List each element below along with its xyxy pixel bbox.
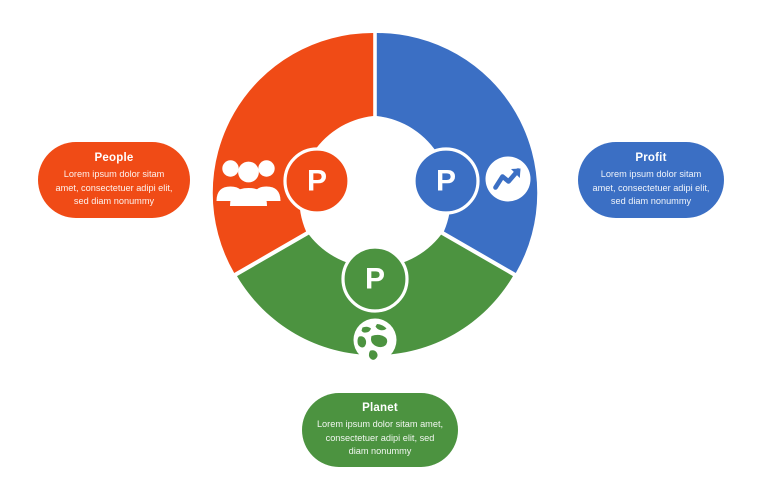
callout-card-people[interactable]: People Lorem ipsum dolor sitam amet, con… xyxy=(38,142,190,218)
people-letter-badge[interactable] xyxy=(283,147,351,215)
card-description-planet: Lorem ipsum dolor sitam amet, consectetu… xyxy=(316,419,444,456)
card-title-people: People xyxy=(94,151,134,164)
planet-letter-badge[interactable] xyxy=(341,245,409,313)
profit-letter-badge[interactable] xyxy=(412,147,480,215)
globe-icon xyxy=(353,318,397,362)
card-description-people: Lorem ipsum dolor sitam amet, consectetu… xyxy=(55,169,173,206)
trend-up-arrow-icon xyxy=(485,156,531,202)
card-description-profit: Lorem ipsum dolor sitam amet, consectetu… xyxy=(592,169,710,206)
callout-card-planet[interactable]: Planet Lorem ipsum dolor sitam amet, con… xyxy=(302,393,458,467)
callout-card-profit[interactable]: Profit Lorem ipsum dolor sitam amet, con… xyxy=(578,142,724,218)
profit-letter-text: P xyxy=(436,165,456,198)
card-title-profit: Profit xyxy=(635,151,667,164)
planet-letter-text: P xyxy=(365,263,385,296)
card-title-planet: Planet xyxy=(362,401,398,414)
people-group-icon xyxy=(216,160,281,206)
donut-segment-people[interactable] xyxy=(212,32,374,274)
people-letter-text: P xyxy=(307,165,327,198)
